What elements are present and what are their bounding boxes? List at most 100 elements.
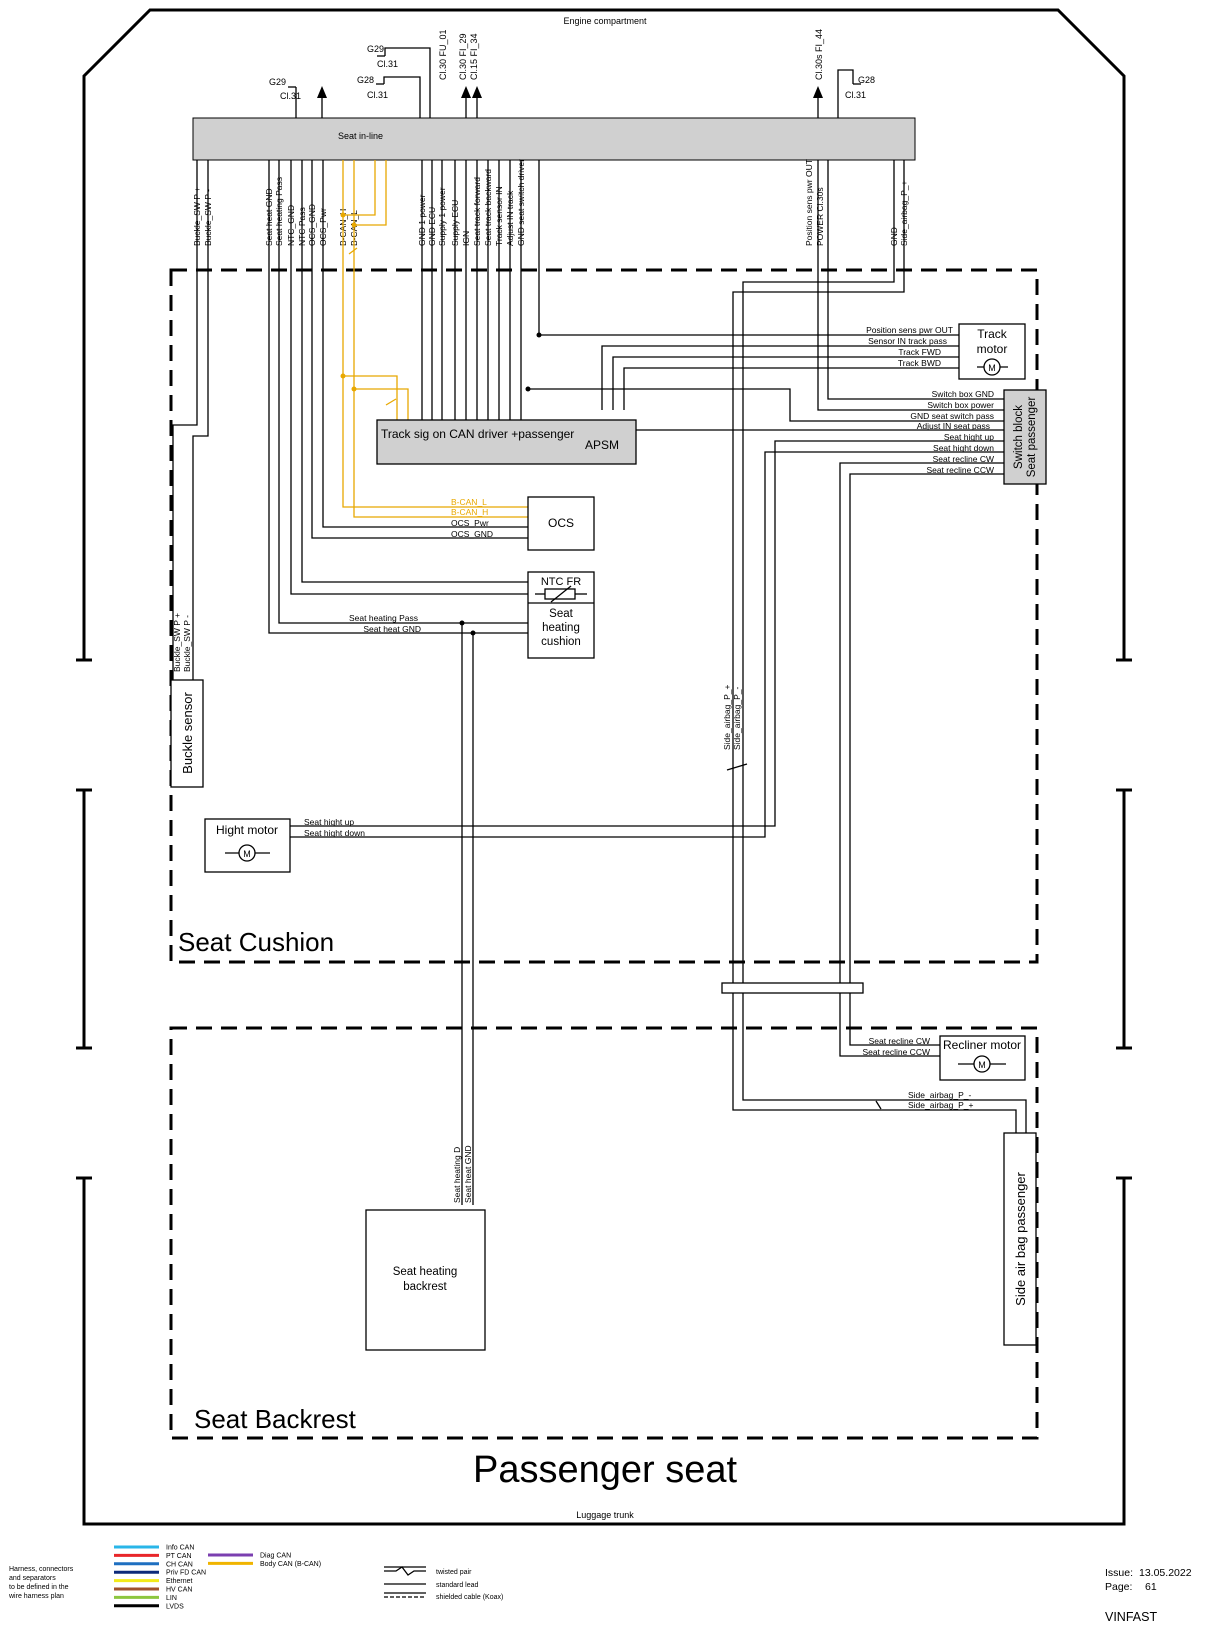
wire-label: Track FWD bbox=[898, 347, 941, 357]
ocs-label: OCS bbox=[548, 516, 574, 530]
connector-pin-label: POWER Cl.30s bbox=[815, 187, 825, 246]
hight-motor-label: Hight motor bbox=[216, 823, 278, 837]
legend-bus-label: LVDS bbox=[166, 1603, 184, 1610]
wire-label: Seat recline CCW bbox=[926, 465, 994, 475]
wire-label: Track BWD bbox=[898, 358, 941, 368]
wire-label: Side_airbag_P_- bbox=[732, 687, 742, 750]
legend-bus-label: Body CAN (B-CAN) bbox=[260, 1561, 321, 1568]
seat-cushion-label: Seat Cushion bbox=[178, 927, 334, 957]
wire-label: B-CAN_L bbox=[451, 497, 487, 507]
wire-label: Seat recline CW bbox=[933, 454, 994, 464]
supply-label: Cl.30 FU_01 bbox=[438, 29, 448, 80]
connector-name: Seat in-line bbox=[338, 131, 383, 141]
seat-backrest-label: Seat Backrest bbox=[194, 1404, 357, 1434]
legend-bus-label: PT CAN bbox=[166, 1553, 192, 1560]
wire-label: Seat heating D bbox=[452, 1147, 462, 1203]
supply-label: Cl.15 FI_34 bbox=[469, 33, 479, 80]
wire-label: Switch box GND bbox=[932, 389, 994, 399]
motor-symbol: M bbox=[243, 849, 251, 859]
cushion-backrest-separator bbox=[721, 982, 864, 994]
issue-label: Issue: bbox=[1105, 1567, 1133, 1579]
wire-label: GND seat switch pass bbox=[910, 411, 994, 421]
ground-label: G28 bbox=[357, 75, 374, 85]
legend-bus-label: CH CAN bbox=[166, 1561, 193, 1568]
page-number: 61 bbox=[1145, 1581, 1157, 1593]
wire-label: B-CAN_H bbox=[451, 507, 488, 517]
ntc-resistor-icon bbox=[535, 585, 587, 603]
ocs-box bbox=[527, 496, 595, 551]
wire-label: OCS_GND bbox=[451, 529, 493, 539]
recliner-motor-label: Recliner motor bbox=[943, 1038, 1021, 1052]
ground-symbols: G29 Cl.31 G29 Cl.31 G28 Cl.31 G28 Cl.31 bbox=[269, 44, 875, 118]
legend-line-types: twisted pair standard lead shielded cabl… bbox=[384, 1566, 503, 1601]
ground-label: Cl.31 bbox=[367, 90, 388, 100]
wire-label: Sensor IN track pass bbox=[868, 336, 947, 346]
apsm-box bbox=[376, 419, 637, 465]
wire-labels: Position sens pwr OUT Sensor IN track pa… bbox=[172, 325, 994, 1203]
recliner-motor-box bbox=[939, 1035, 1026, 1081]
motor-icon: M bbox=[977, 358, 1008, 376]
wire-label: Seat heat GND bbox=[363, 624, 421, 634]
wire-label: Switch box power bbox=[927, 400, 994, 410]
footer: Issue: 13.05.2022 Page: 61 VINFAST bbox=[1105, 1567, 1192, 1624]
supply-label: Cl.30 FI_29 bbox=[458, 33, 468, 80]
apsm-label: APSM bbox=[585, 438, 619, 452]
seat-heating-cushion-box bbox=[527, 571, 595, 659]
motor-symbol: M bbox=[978, 1060, 986, 1070]
supply-label: Cl.30s FI_44 bbox=[814, 29, 824, 80]
wire-label: Seat recline CW bbox=[869, 1036, 930, 1046]
legend-bus-label: Ethernet bbox=[166, 1578, 193, 1585]
supply-labels: Cl.30 FU_01 Cl.30 FI_29 Cl.15 FI_34 Cl.3… bbox=[438, 29, 824, 80]
switch-block-label: Switch blockSeat passenger bbox=[1013, 397, 1038, 478]
side-airbag-label: Side air bag passenger bbox=[1013, 1171, 1028, 1305]
switch-block-box bbox=[1003, 389, 1047, 485]
seat-backrest-area bbox=[169, 1026, 1039, 1440]
wire-label: Buckle_SW P - bbox=[182, 615, 192, 672]
wire-label: Seat hight up bbox=[944, 432, 994, 442]
motor-symbol: M bbox=[988, 363, 996, 373]
brand-logo-text: VINFAST bbox=[1105, 1610, 1157, 1624]
wire-label: Seat hight down bbox=[933, 443, 994, 453]
wire-label: Seat heating Pass bbox=[349, 613, 418, 623]
ground-label: G29 bbox=[367, 44, 384, 54]
wire-label: Seat heat GND bbox=[463, 1145, 473, 1203]
seat-inline-connector bbox=[192, 117, 916, 161]
legend-bus-label: LIN bbox=[166, 1595, 177, 1602]
legend-bus-label: Info CAN bbox=[166, 1545, 194, 1552]
buckle-sensor-label: Buckle sensor bbox=[180, 692, 195, 774]
bcan-wires bbox=[340, 160, 528, 518]
wire-label: Seat hight down bbox=[304, 828, 365, 838]
legend-bus-label: Priv FD CAN bbox=[166, 1570, 206, 1577]
wire-label: Side_airbag_P_+ bbox=[722, 685, 732, 750]
diagram-title: Passenger seat bbox=[473, 1449, 737, 1491]
apsm-description: Track sig on CAN driver +passenger bbox=[381, 427, 574, 441]
wire-label: Seat hight up bbox=[304, 817, 354, 827]
motor-icon: M bbox=[958, 1055, 1006, 1073]
wire-label: Buckle_SW P + bbox=[172, 613, 182, 672]
connector-pin-label: Position sens pwr OUT bbox=[804, 159, 814, 246]
wire-label: Side_airbag_P_+ bbox=[908, 1100, 973, 1110]
buckle-sensor-box bbox=[170, 679, 204, 788]
wires bbox=[172, 160, 1027, 1205]
wire-label: Seat recline CCW bbox=[862, 1047, 930, 1057]
ground-label: G29 bbox=[269, 77, 286, 87]
wire-label: Side_airbag_P_- bbox=[908, 1090, 971, 1100]
ground-label: G28 bbox=[858, 75, 875, 85]
wire-label: Position sens pwr OUT bbox=[866, 325, 953, 335]
legend-bus-label: Diag CAN bbox=[260, 1553, 291, 1560]
seat-heating-backrest-box bbox=[365, 1209, 486, 1351]
page-label: Page: bbox=[1105, 1581, 1132, 1593]
ground-label: Cl.31 bbox=[280, 91, 301, 101]
vehicle-frame: Engine compartment Luggage trunk Passeng… bbox=[76, 8, 1132, 1526]
ntc-label: NTC FR bbox=[541, 576, 581, 588]
wire-label: Adjust IN seat pass bbox=[917, 421, 990, 431]
legend-line-label: shielded cable (Koax) bbox=[436, 1594, 503, 1601]
